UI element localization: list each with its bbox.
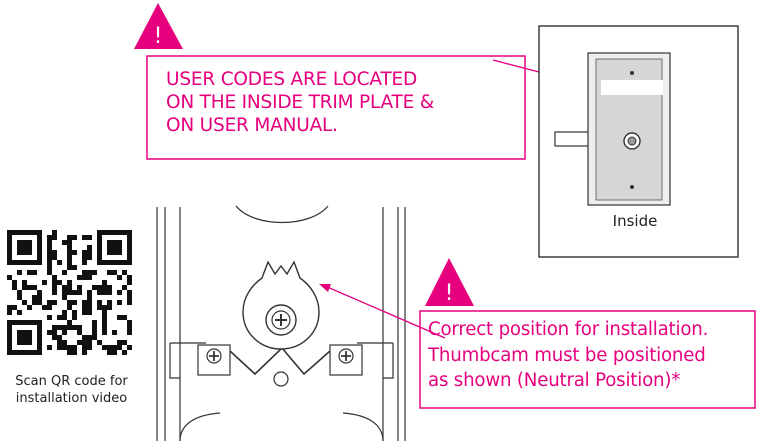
qr-caption: Scan QR code for installation video [0, 373, 143, 407]
warning-triangle-icon: ! [425, 258, 474, 306]
caption-line: Scan QR code for [15, 374, 128, 389]
note-line: Thumbcam must be positioned [428, 344, 706, 366]
note-line: Correct position for installation. [428, 319, 709, 340]
inset-label: Inside [612, 212, 658, 230]
code-label-area [601, 80, 663, 95]
callout-arrow-2 [319, 284, 446, 339]
qr-code-icon [7, 230, 132, 355]
note-line: USER CODES ARE LOCATED [166, 69, 418, 90]
thumbcam-mechanism [156, 205, 406, 442]
note-line: as shown (Neutral Position)* [428, 370, 681, 391]
note-line: ON USER MANUAL. [166, 115, 338, 136]
inside-trim-inset [538, 25, 739, 258]
callout-box-thumbcam [419, 310, 756, 409]
warning-symbol: ! [445, 281, 454, 306]
warning-triangle-icon: ! [134, 3, 183, 49]
warning-symbol: ! [154, 24, 163, 49]
caption-line: installation video [15, 391, 128, 406]
thumbcam-position-note: Correct position for installation. Thumb… [428, 317, 758, 394]
note-line: ON THE INSIDE TRIM PLATE & [166, 92, 435, 113]
user-codes-note: USER CODES ARE LOCATED ON THE INSIDE TRI… [166, 68, 526, 137]
callout-box-user-codes [146, 55, 526, 160]
